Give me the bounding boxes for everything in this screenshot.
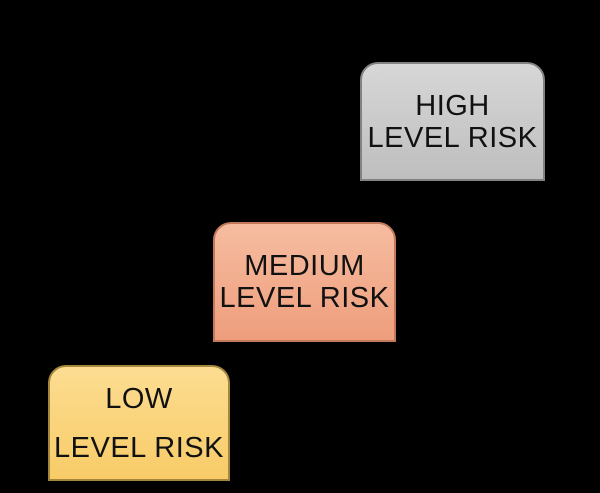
risk-box-low-line1: LOW [105, 382, 173, 415]
risk-box-medium-line1: MEDIUM [244, 250, 365, 282]
risk-box-high-line1: HIGH [415, 89, 490, 122]
risk-box-high: HIGH LEVEL RISK [360, 62, 545, 181]
risk-box-high-line2: LEVEL RISK [367, 121, 538, 154]
risk-box-medium-line2: LEVEL RISK [219, 282, 390, 314]
risk-box-low-line2: LEVEL RISK [54, 431, 224, 464]
risk-box-low: LOW LEVEL RISK [48, 365, 230, 481]
risk-box-medium: MEDIUM LEVEL RISK [213, 222, 396, 342]
